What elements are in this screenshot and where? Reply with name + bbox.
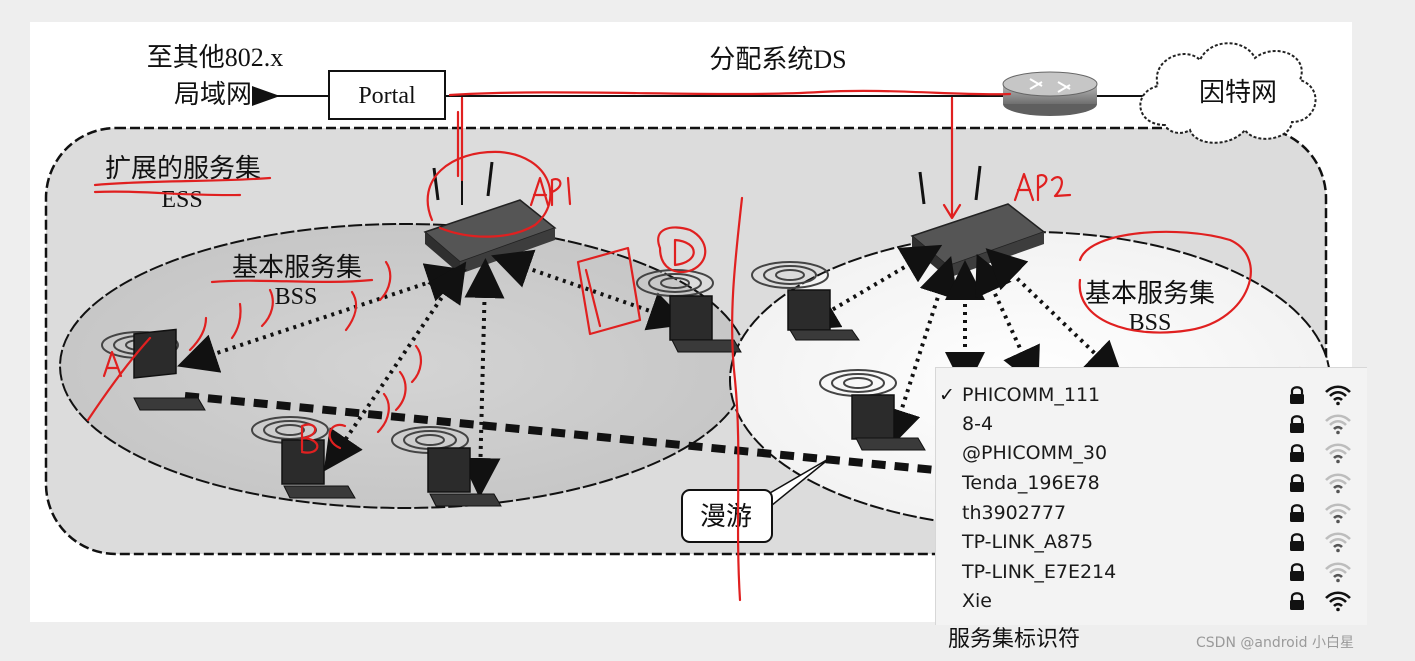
wifi-signal-weak-icon [1325,532,1351,553]
wifi-network-row[interactable]: 8-4 [936,409,1367,439]
handwritten-annotations [86,89,1302,602]
wifi-signal-weak-icon [1325,562,1351,583]
annotation-letter-d-circle [657,226,707,274]
portal-label: Portal [358,83,416,109]
wifi-network-row[interactable]: @PHICOMM_30 [936,438,1367,468]
annotation-signal-waves [188,260,392,352]
annotation-ap1-text [529,176,572,207]
lock-icon [1290,533,1304,551]
wifi-signal-weak-icon [1325,503,1351,524]
annotation-ap1-drop [456,96,464,182]
wifi-network-name: PHICOMM_111 [962,384,1101,406]
annotation-ess-underline [93,176,272,197]
wifi-network-row[interactable]: Tenda_196E78 [936,468,1367,498]
wifi-network-name: 8-4 [962,413,994,435]
bss-right-association-links [797,244,1125,450]
lock-icon [1290,504,1304,522]
selected-check-icon [939,471,959,495]
wifi-network-name: th3902777 [962,502,1067,524]
wifi-signal-weak-icon [1325,473,1351,494]
router-icon [1002,71,1098,116]
annotation-letter-a [102,350,123,378]
annotation-signal-waves-lower [376,344,422,434]
selected-check-icon [939,441,959,465]
wifi-signal-weak-icon [1325,414,1351,435]
annotation-bss-left-underline [210,278,374,284]
wifi-network-name: @PHICOMM_30 [962,442,1108,464]
selected-check-icon [939,560,959,584]
lock-icon [1290,563,1304,581]
wifi-network-row[interactable]: TP-LINK_A875 [936,527,1367,557]
selected-check-icon [939,412,959,436]
laptop-station-c-icon [391,426,502,507]
bss-left-association-links [177,249,689,498]
portal-box [328,70,446,120]
bss-right-label-line1: 基本服务集 [1085,279,1215,308]
wifi-signal-strong-icon [1325,591,1351,612]
internet-label: 因特网 [1199,78,1277,107]
bss-left-label-line2: BSS [275,284,318,310]
roaming-callout [681,457,831,543]
annotation-letter-c [328,423,347,450]
annotation-boundary-line [731,196,744,602]
ess-label-line2: ESS [161,187,202,213]
annotation-ds-underline [448,89,1012,97]
laptop-station-e-icon [751,261,860,341]
wifi-network-row[interactable]: ✓ PHICOMM_111 [936,380,1367,410]
annotation-bss-right-circle [1078,230,1252,334]
selected-check-icon [939,501,959,525]
wifi-signal-strong-icon [1325,385,1351,406]
annotation-letter-d [673,238,695,267]
wifi-network-name: Tenda_196E78 [962,472,1100,494]
annotation-book-sketch [576,246,642,336]
other-lan-label-line2: 局域网 [174,80,252,109]
annotation-ap2-text [1013,172,1072,202]
selected-check-icon [939,589,959,613]
annotation-ap1-circle [426,150,552,238]
roaming-path [184,392,936,474]
laptop-station-d-icon [636,269,742,353]
roaming-label: 漫游 [700,502,752,531]
watermark: CSDN @android 小白星 [1196,635,1354,651]
laptop-station-f-icon [819,369,926,451]
wifi-signal-weak-icon [1325,443,1351,464]
annotation-a-slash [86,336,152,422]
other-lan-label-line1: 至其他802.x [147,43,284,72]
internet-cloud-icon [1139,42,1317,144]
annotation-ap2-drop [942,96,962,220]
lock-icon [1290,386,1304,404]
annotation-letter-b [300,423,319,454]
wifi-network-name: TP-LINK_A875 [962,531,1094,553]
lock-icon [1290,444,1304,462]
wifi-network-name: Xie [962,590,992,612]
laptop-station-a-icon [101,328,206,411]
ssid-caption: 服务集标识符 [948,627,1081,652]
lock-icon [1290,474,1304,492]
wifi-network-row[interactable]: th3902777 [936,498,1367,528]
lock-icon [1290,592,1304,610]
bss-left-label-line1: 基本服务集 [232,253,362,282]
wifi-network-row[interactable]: Xie [936,586,1367,616]
selected-check-icon: ✓ [939,384,955,406]
ds-label: 分配系统DS [709,45,846,74]
lock-icon [1290,415,1304,433]
wifi-network-name: TP-LINK_E7E214 [962,561,1117,583]
wifi-network-list: ✓ PHICOMM_111 8-4 @PHICOMM_30 Tenda_196E… [935,367,1367,625]
ess-label-line1: 扩展的服务集 [105,154,261,183]
wifi-network-row[interactable]: TP-LINK_E7E214 [936,557,1367,587]
selected-check-icon [939,530,959,554]
